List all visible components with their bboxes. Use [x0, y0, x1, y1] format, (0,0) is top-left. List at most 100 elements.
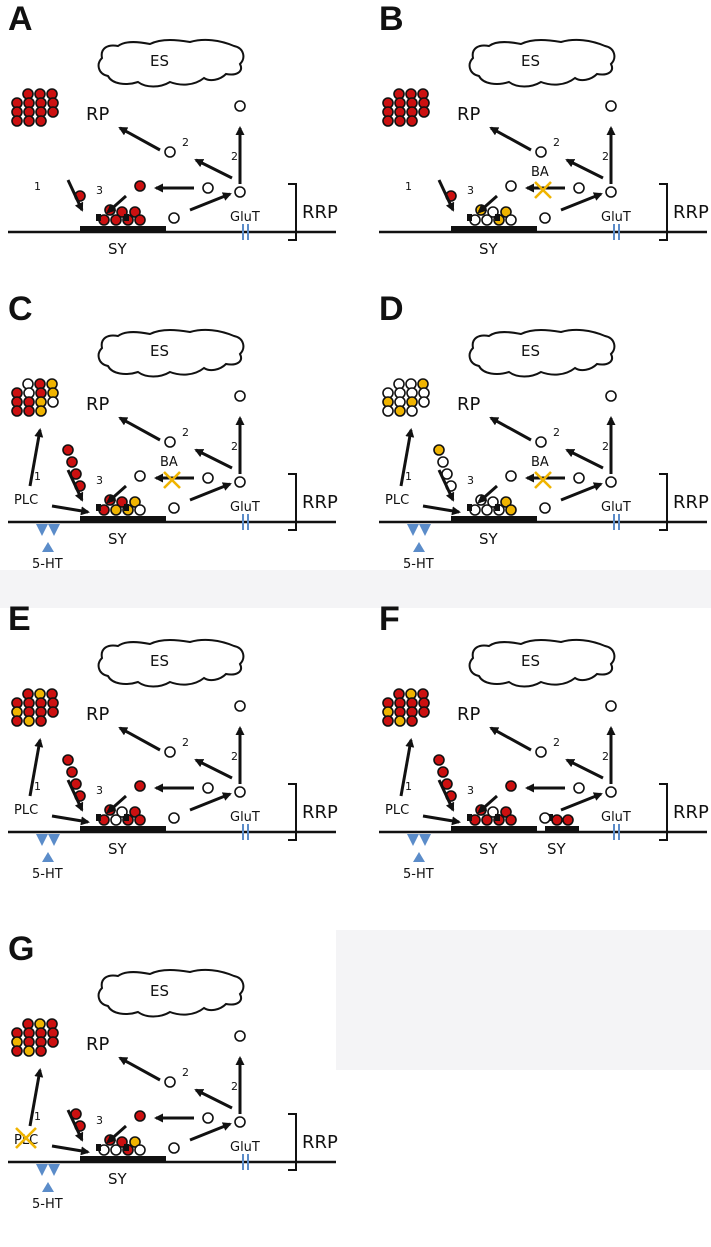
bafilomycin-block-icon — [163, 471, 181, 489]
glutamate-transporter-label: GluT — [601, 810, 631, 825]
reserve-pool-vesicle — [11, 715, 23, 727]
readily-releasable-pool — [98, 494, 146, 516]
path-1-label: 1 — [405, 780, 412, 793]
rrp-bracket — [288, 473, 297, 531]
reserve-pool-vesicle — [35, 405, 47, 417]
reserve-pool — [11, 688, 59, 727]
arrow-to-rp-route — [194, 448, 233, 470]
route-3-vesicle — [134, 180, 146, 192]
route-1-vesicle — [433, 444, 445, 456]
arrow-plc-to-reserve-pool — [28, 1068, 44, 1127]
rrp-label: RRP — [673, 202, 709, 223]
reserve-pool — [11, 88, 59, 127]
glutamate-transporter-label: GluT — [230, 1140, 260, 1155]
docking-site — [467, 214, 472, 221]
serotonin-receptor — [36, 834, 60, 846]
route-1-vesicle — [433, 754, 445, 766]
arrow-route-1 — [437, 179, 455, 212]
plc-block-icon — [15, 1127, 37, 1149]
serotonin-label: 5-HT — [32, 867, 63, 882]
panel-letter: D — [379, 290, 404, 328]
synapse-zone — [451, 826, 537, 833]
recycling-vesicle — [605, 390, 617, 402]
recycling-vesicle — [234, 700, 246, 712]
docking-site — [96, 214, 101, 221]
endosome — [468, 638, 616, 688]
reserve-pool-vesicle — [382, 715, 394, 727]
endosome-label: ES — [150, 982, 169, 1000]
rrp-label: RRP — [302, 492, 338, 513]
reserve-pool-vesicle — [418, 706, 430, 718]
synapse-zone — [80, 516, 166, 523]
reserve-pool-vesicle — [394, 115, 406, 127]
recycling-vesicle — [234, 1030, 246, 1042]
bafilomycin-block-icon — [534, 181, 552, 199]
readily-releasable-vesicle — [481, 504, 493, 516]
recycling-vesicle — [164, 746, 176, 758]
recycling-vesicle — [234, 100, 246, 112]
route-3-vesicle — [505, 780, 517, 792]
arrow-to-reserve-pool — [118, 126, 161, 152]
docking-site — [495, 504, 500, 511]
route-1-vesicles — [433, 444, 457, 492]
serotonin-ligand — [42, 1182, 54, 1192]
recycling-vesicle — [234, 390, 246, 402]
arrow-plc-to-reserve-pool — [399, 428, 415, 487]
readily-releasable-vesicle — [134, 1144, 146, 1156]
serotonin-receptor — [407, 834, 431, 846]
readily-releasable-vesicle — [110, 214, 122, 226]
plc-label: PLC — [14, 493, 38, 508]
endosome — [97, 38, 245, 88]
arrow-to-synapse — [106, 194, 127, 214]
synapse-zone — [80, 1156, 166, 1163]
glutamate-transporter — [242, 824, 249, 840]
plc-label: PLC — [385, 803, 409, 818]
readily-releasable-vesicle — [505, 504, 517, 516]
path-2-label: 2 — [182, 136, 189, 149]
arrow-route-1 — [66, 179, 84, 212]
rrp-label: RRP — [302, 202, 338, 223]
endosome — [97, 638, 245, 688]
arrow-route-1 — [66, 469, 84, 502]
rrp-bracket — [659, 183, 668, 241]
arrow-plc-to-synapse — [51, 504, 90, 516]
readily-releasable-pool — [469, 494, 517, 516]
arrow-to-synapse — [106, 794, 127, 814]
reserve-pool-vesicle — [47, 1036, 59, 1048]
serotonin-label: 5-HT — [403, 557, 434, 572]
endosome — [468, 38, 616, 88]
glutamate-transporter — [613, 224, 620, 240]
route-1-vesicle — [62, 754, 74, 766]
serotonin-label: 5-HT — [32, 1197, 63, 1212]
recycling-vesicle — [539, 812, 551, 824]
arrow-to-synapse — [477, 484, 498, 504]
readily-releasable-vesicle — [129, 496, 141, 508]
arrow-plc-to-reserve-pool — [28, 428, 44, 487]
readily-releasable-vesicle — [110, 504, 122, 516]
path-2-label: 2 — [231, 440, 238, 453]
endosome-label: ES — [150, 342, 169, 360]
recycling-vesicle — [605, 786, 617, 798]
reserve-pool — [382, 378, 430, 417]
path-2-label: 2 — [553, 136, 560, 149]
reserve-pool-vesicle — [406, 405, 418, 417]
recycling-vesicle — [573, 472, 585, 484]
path-2-label: 2 — [182, 426, 189, 439]
path-1-label: 1 — [405, 180, 412, 193]
serotonin-label: 5-HT — [32, 557, 63, 572]
synapse-label: SY — [479, 530, 499, 548]
recycling-vesicle — [168, 812, 180, 824]
reserve-pool-label: RP — [86, 104, 110, 125]
route-3-vesicle — [134, 780, 146, 792]
panel-letter: E — [8, 600, 31, 638]
path-1-label: 1 — [405, 470, 412, 483]
reserve-pool-vesicle — [418, 396, 430, 408]
recycling-vesicle — [539, 212, 551, 224]
path-2-label: 2 — [182, 1066, 189, 1079]
endosome — [97, 968, 245, 1018]
docking-site — [124, 814, 129, 821]
